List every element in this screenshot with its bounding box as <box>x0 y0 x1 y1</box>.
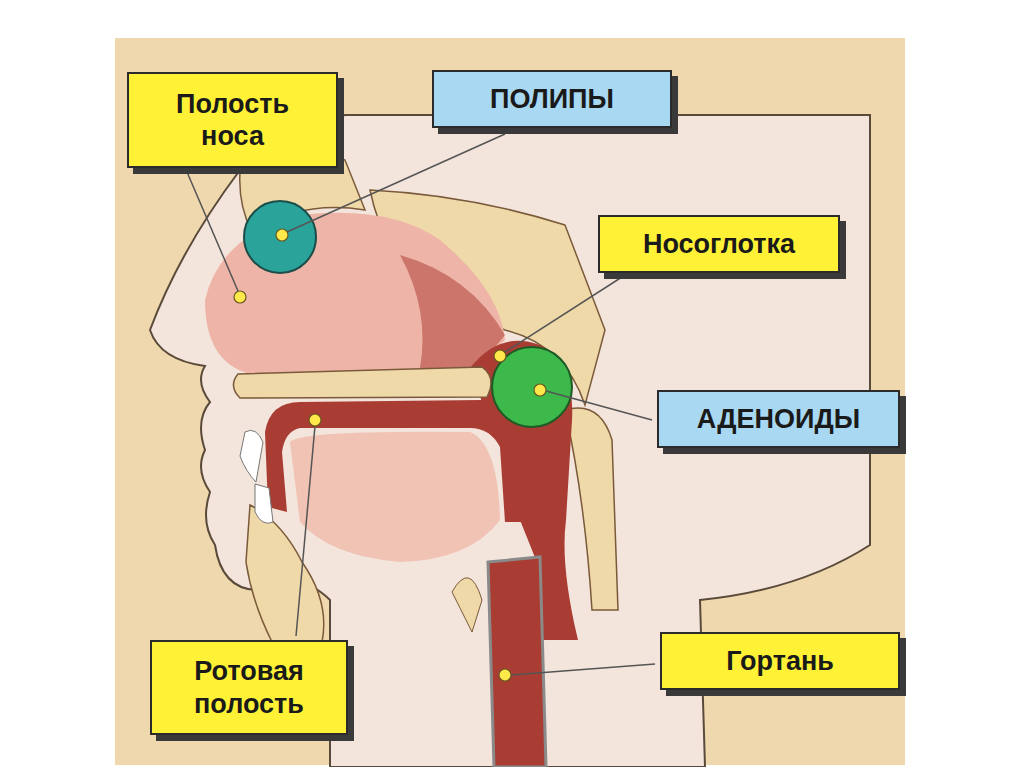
condition-box: ПОЛИПЫ <box>432 70 672 128</box>
epiglottis <box>452 578 482 632</box>
leader-line <box>187 172 238 291</box>
pointer-dot <box>494 350 506 362</box>
upper-tooth <box>240 430 263 482</box>
leader-line <box>296 426 315 636</box>
larynx <box>488 557 546 767</box>
lower-tooth <box>255 484 273 523</box>
pointer-dot <box>276 229 288 241</box>
tongue <box>290 432 500 562</box>
label-text: Носоглотка <box>643 228 795 260</box>
label-box: Носоглотка <box>598 215 840 273</box>
condition-box: АДЕНОИДЫ <box>657 390 900 448</box>
leader-line <box>505 277 622 352</box>
lower-jaw <box>246 505 324 642</box>
label-text: ПОЛИПЫ <box>490 83 614 115</box>
label-box: Гортань <box>660 632 900 690</box>
pointer-dot <box>234 291 246 303</box>
hard-palate <box>233 367 491 398</box>
leader-line <box>511 664 655 675</box>
polyp <box>244 201 316 273</box>
label-text: Гортань <box>726 645 834 677</box>
pointer-dot <box>534 384 546 396</box>
adenoids <box>492 347 572 427</box>
pointer-dot <box>309 414 321 426</box>
label-text: Ротовая полость <box>177 655 322 720</box>
label-box: Ротовая полость <box>150 640 348 735</box>
label-text: АДЕНОИДЫ <box>697 403 860 435</box>
label-box: Полость носа <box>127 72 338 168</box>
leader-line <box>546 391 652 420</box>
label-text: Полость носа <box>163 88 303 153</box>
spine <box>565 408 618 610</box>
pointer-dot <box>499 669 511 681</box>
